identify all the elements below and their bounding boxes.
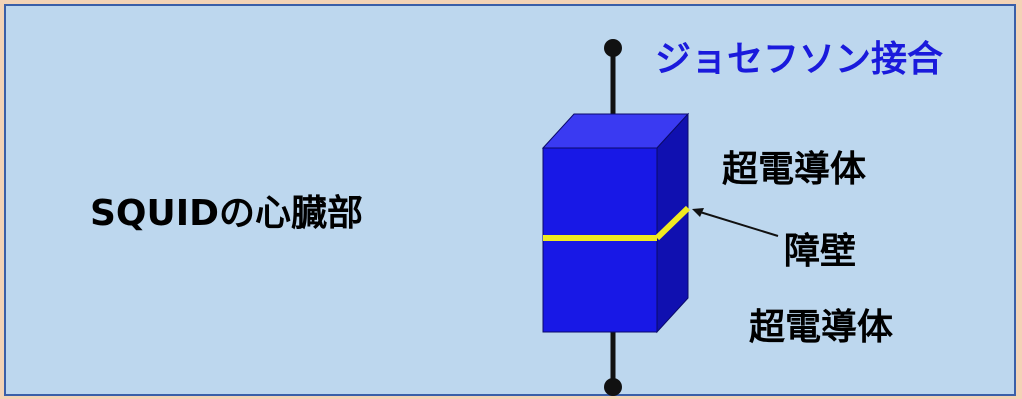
barrier-pointer-line [699,211,779,237]
bottom-terminal [604,378,622,396]
barrier-pointer-arrowhead [692,208,704,217]
diagram-panel [4,4,1016,396]
top-terminal [604,39,622,57]
diagram-title: SQUIDの心臓部 [90,193,364,234]
barrier-layer-side [654,205,691,241]
josephson-junction-label: ジョセフソン接合 [655,39,944,80]
superconductor-top-label: 超電導体 [722,149,867,190]
superconductor-bottom-label: 超電導体 [749,307,894,348]
barrier-label: 障壁 [784,231,857,272]
